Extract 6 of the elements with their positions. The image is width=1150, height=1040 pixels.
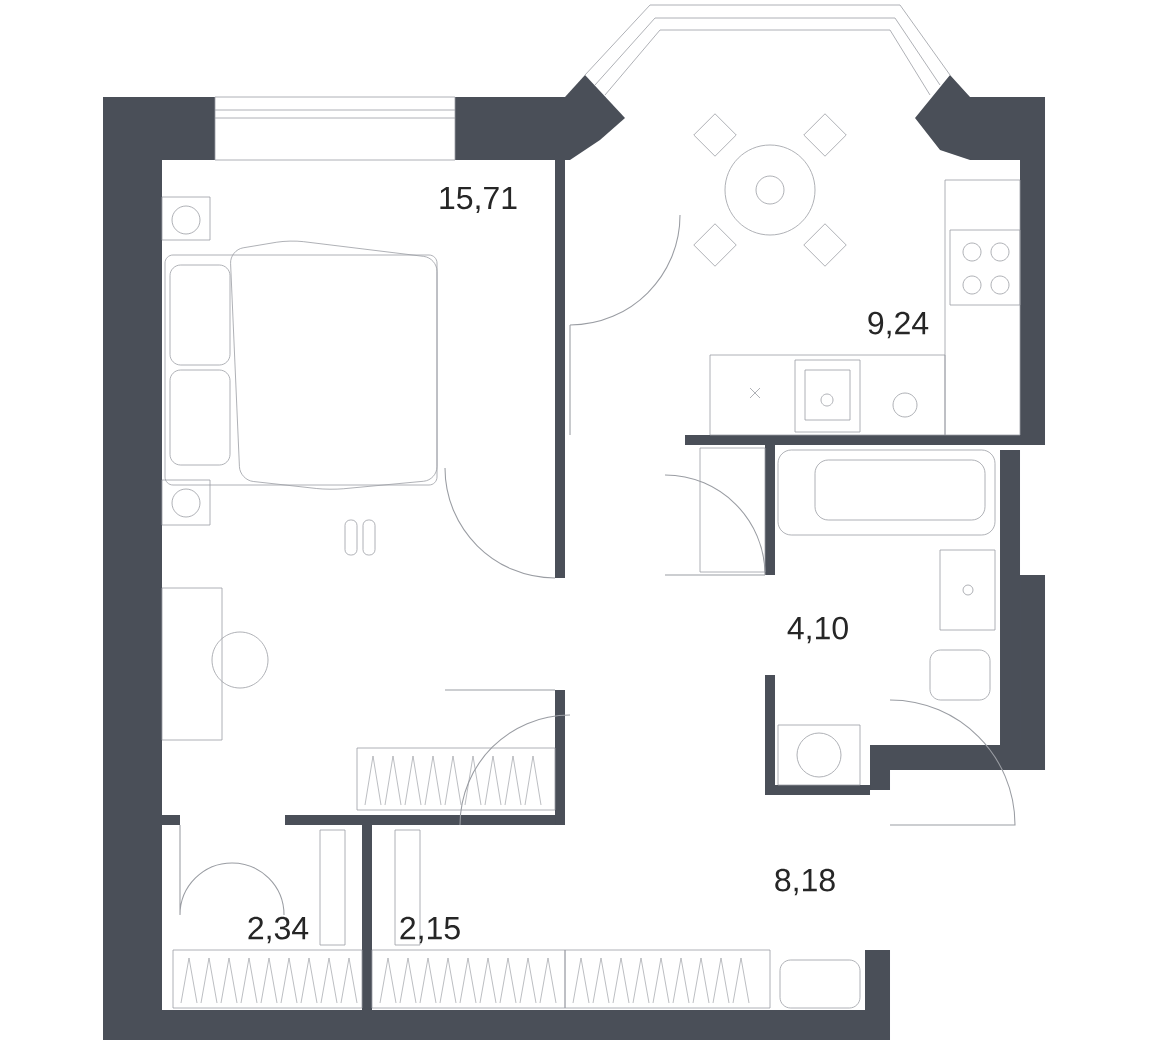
area-label: 8,18 [775,868,835,896]
area-label: 15,71 [440,186,517,214]
area-label: 2,15 [400,916,460,944]
area-label: 4,10 [787,616,848,644]
area-label: 2,34 [248,916,309,944]
area-label: 9,24 [868,311,929,339]
